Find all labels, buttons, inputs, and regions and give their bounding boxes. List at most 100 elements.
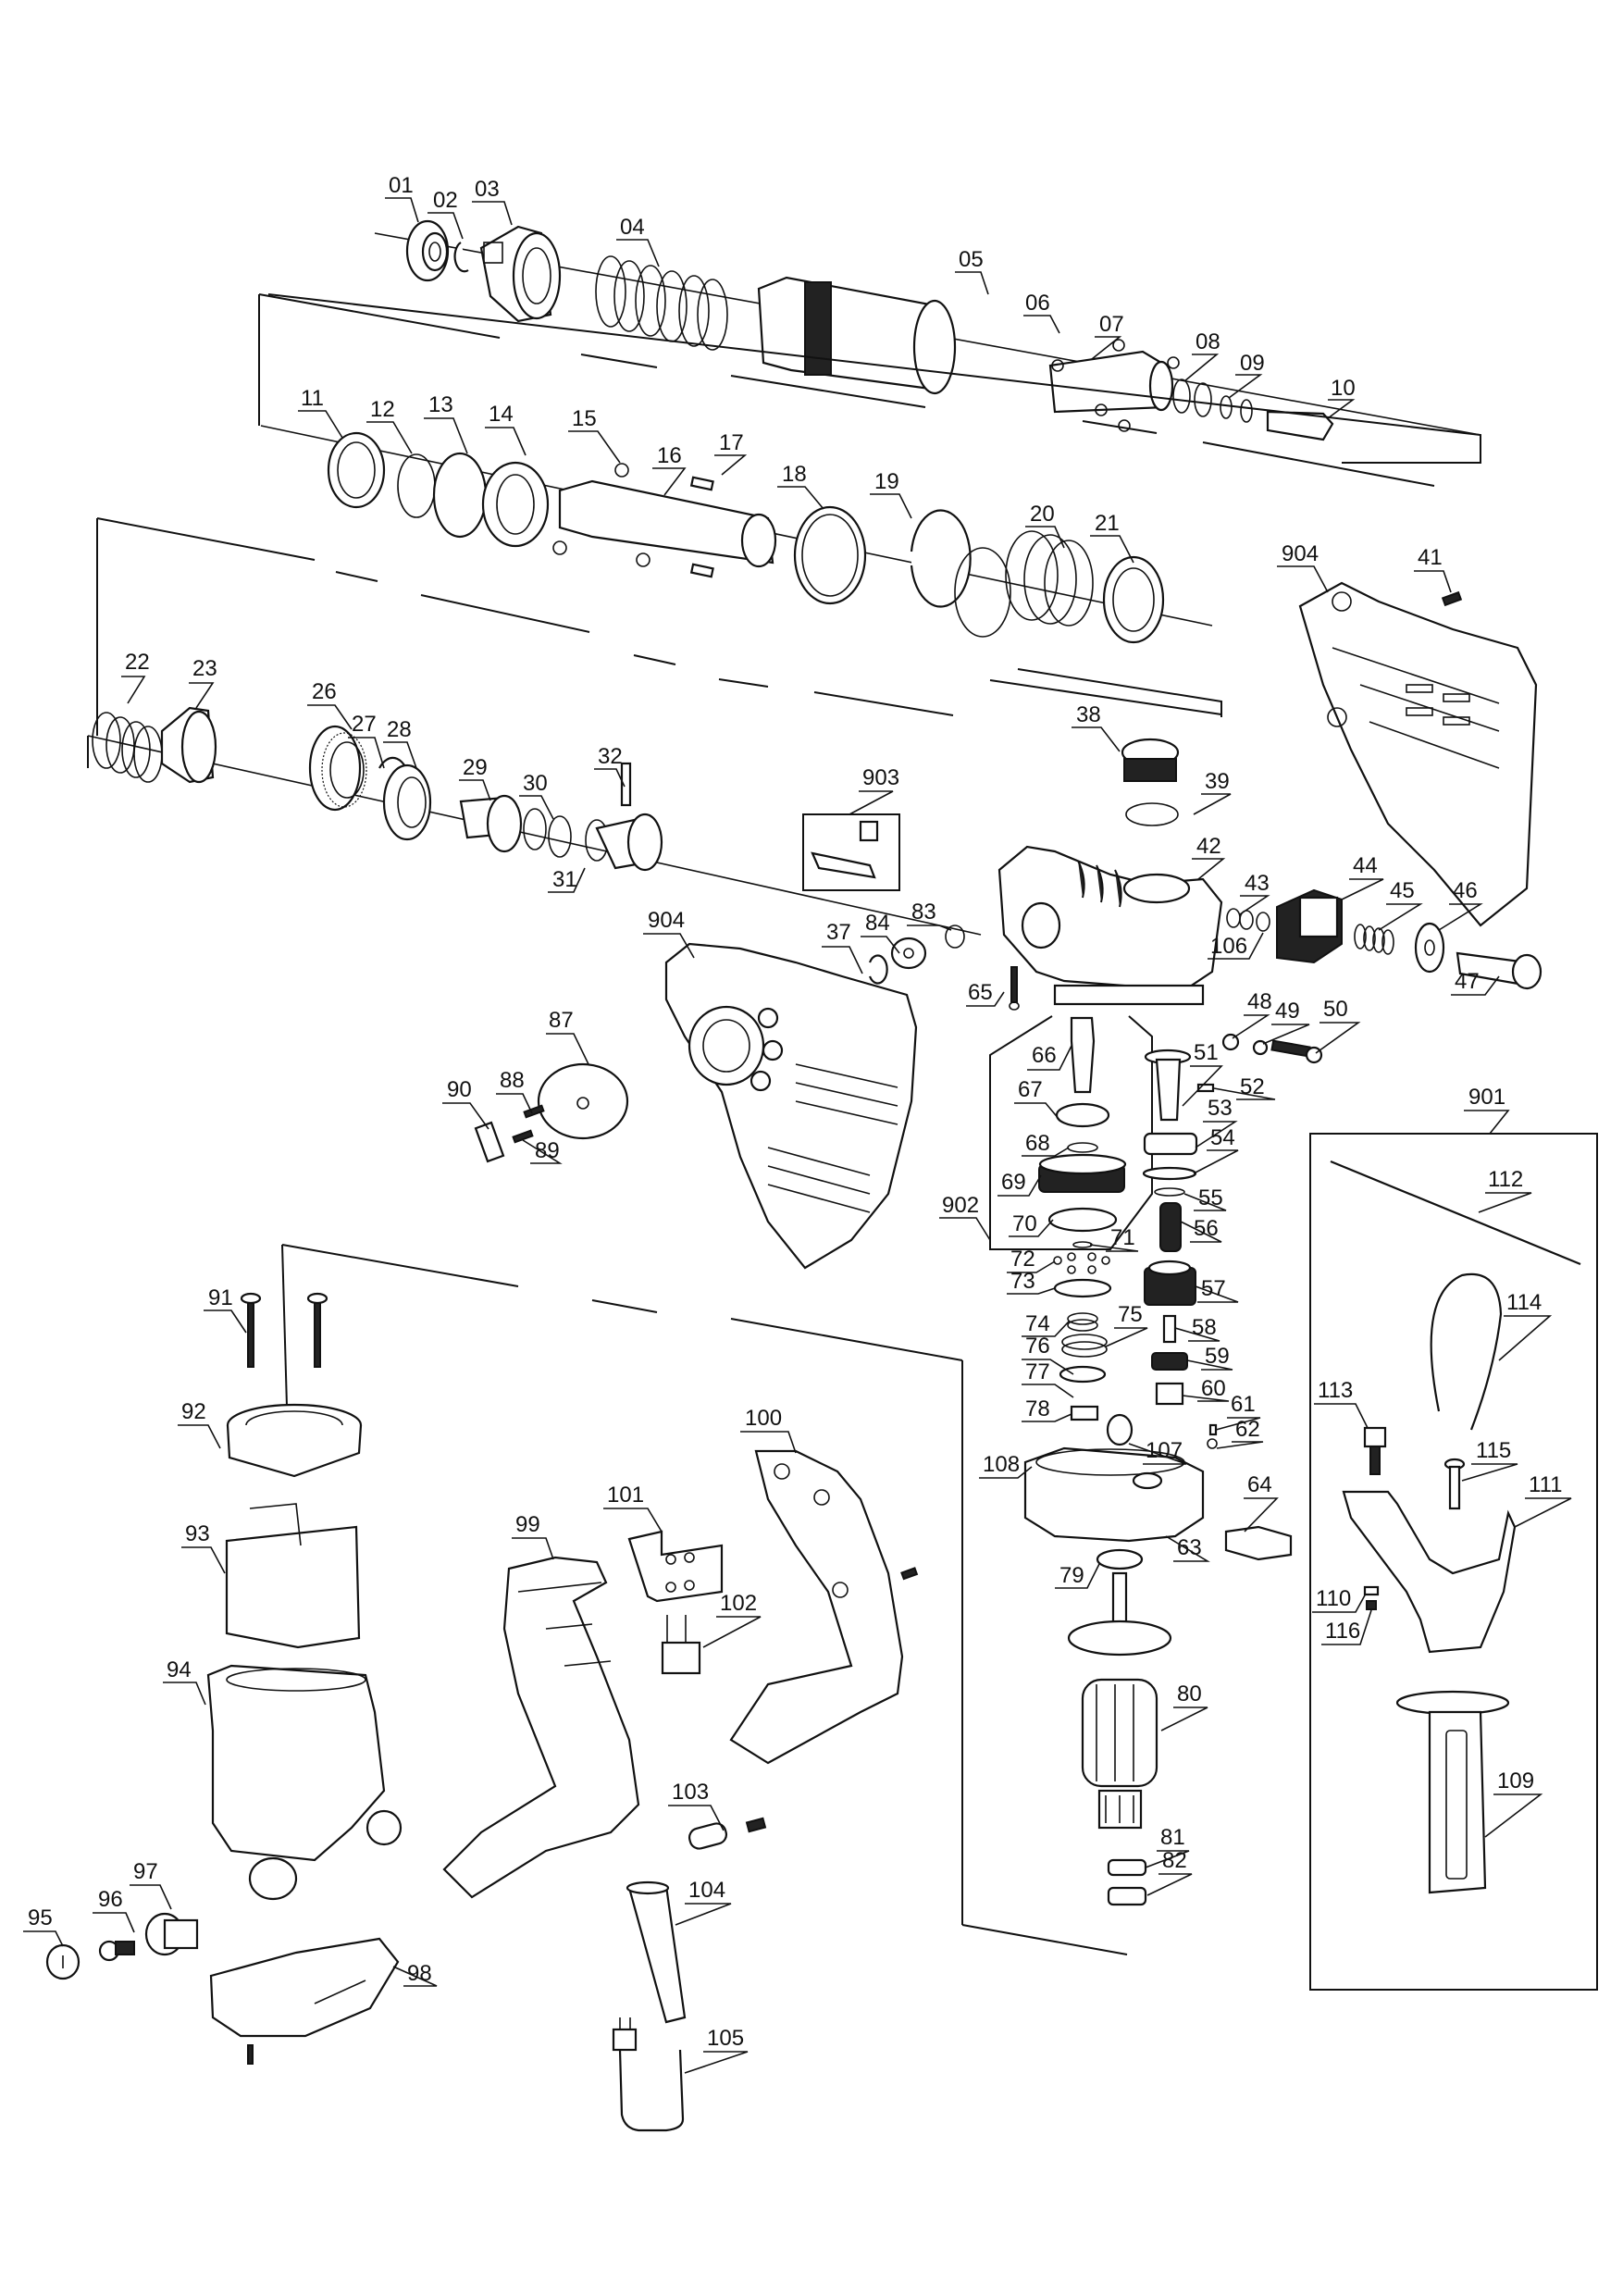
part-111-handle-bracket[interactable] [1342,1490,1517,1654]
part-99-handle-left[interactable] [442,1556,640,1899]
part-81-bearing[interactable] [1107,1858,1147,1877]
part-64-lever[interactable] [1224,1525,1293,1561]
part-84-plug[interactable] [890,937,927,970]
part-108-intermediate-flange[interactable] [1023,1446,1205,1543]
part-904-front-housing[interactable] [664,942,918,1270]
part-65-screw[interactable] [1009,966,1020,1011]
part-74-spring[interactable] [1067,1312,1098,1332]
part-116-nut[interactable] [1366,1600,1377,1610]
part-12-circlip[interactable] [397,453,436,518]
part-88-spring[interactable] [523,1104,545,1119]
part-901-accessory-kit[interactable] [1309,1133,1598,1991]
part-95-cap[interactable] [45,1943,81,1980]
part-28-nut[interactable] [382,763,432,841]
part-109-side-handle[interactable] [1395,1690,1510,1894]
part-93-stator[interactable] [225,1503,361,1649]
part-03-chuck-sleeve[interactable] [479,225,562,323]
part-61-pin[interactable] [1208,1423,1218,1436]
part-66-shaft[interactable] [1070,1016,1096,1094]
part-98-bottom-cover[interactable] [209,1937,400,2065]
part-45-spring[interactable] [1354,924,1394,955]
part-103-cable-clamp[interactable] [688,1817,767,1851]
part-55-washer[interactable] [1154,1187,1185,1197]
part-11-seal[interactable] [327,431,386,509]
part-104-cable-sleeve[interactable] [626,1880,687,2024]
part-02-circlip[interactable] [453,242,469,273]
part-32-pin[interactable] [620,762,632,807]
part-21-lock-plate[interactable] [1102,555,1165,644]
part-112-depth-stop[interactable] [1330,1160,1581,1266]
part-67-bearing[interactable] [1055,1102,1110,1128]
part-110-nut[interactable] [1363,1585,1380,1596]
part-52-pin[interactable] [1196,1083,1215,1093]
part-91-screws[interactable] [240,1292,328,1368]
part-902-gear-assembly-group[interactable] [989,1015,1153,1250]
part-47-shoulder-bolt[interactable] [1456,951,1542,990]
part-16-barrel[interactable] [552,463,777,568]
part-89-spring[interactable] [512,1129,534,1144]
part-60-bearing[interactable] [1155,1382,1184,1406]
part-51-crank-shaft[interactable] [1144,1049,1192,1122]
part-26-gear-ring[interactable] [308,725,367,812]
part-18-ring[interactable] [793,505,867,605]
part-68-washer[interactable] [1067,1142,1098,1153]
part-80-armature[interactable] [1067,1571,1172,1830]
part-08-o-ring[interactable] [1172,379,1212,417]
part-62-ball[interactable] [1207,1438,1218,1449]
part-29-sleeve[interactable] [459,794,523,853]
part-78-bushing[interactable] [1070,1405,1099,1421]
part-57-gear[interactable] [1144,1260,1196,1306]
part-50-screw[interactable] [1270,1039,1323,1064]
part-01-chuck-cap[interactable] [405,219,450,282]
part-903-connecting-rod-group[interactable] [802,813,900,891]
part-53-bearing[interactable] [1143,1132,1198,1156]
part-97-bushing[interactable] [144,1912,199,1956]
part-114-clamp-band[interactable] [1430,1272,1503,1431]
part-75-spring[interactable] [1061,1334,1108,1358]
part-77-washer[interactable] [1059,1365,1107,1384]
part-42-gearbox-housing[interactable] [997,845,1223,1006]
part-58-pin[interactable] [1162,1314,1177,1344]
part-69-gear[interactable] [1038,1153,1127,1193]
part-54-washer[interactable] [1142,1166,1197,1181]
part-102-capacitor[interactable] [661,1615,701,1675]
part-71-washer[interactable] [1072,1241,1093,1248]
part-115-bolt[interactable] [1443,1458,1466,1510]
part-96-screw[interactable] [98,1940,135,1962]
part-56-spring[interactable] [1159,1202,1182,1252]
part-19-snap-ring[interactable] [910,509,972,608]
part-87-selector-knob[interactable] [537,1062,629,1140]
part-05-collar[interactable] [757,276,957,395]
part-105-power-cord[interactable] [612,2017,685,2132]
part-38-cap[interactable] [1121,738,1180,782]
part-59-gear[interactable] [1151,1352,1188,1371]
part-904-gear-housing-cover[interactable] [1298,581,1538,927]
part-90-button[interactable] [474,1121,505,1163]
part-09-o-ring[interactable] [1220,395,1253,423]
part-107-bearing[interactable] [1106,1413,1134,1446]
part-73-disc[interactable] [1053,1278,1112,1298]
part-82-bearing-sleeve[interactable] [1107,1886,1147,1906]
part-83-o-ring[interactable] [945,925,965,949]
part-30-washer[interactable] [523,808,609,862]
part-10-striker[interactable] [1266,410,1334,441]
part-20-spring[interactable] [954,530,1094,638]
part-31-piston[interactable] [595,813,663,872]
part-72-balls[interactable] [1053,1252,1110,1274]
part-07-tool-holder[interactable] [1048,339,1180,432]
part-43-washers[interactable] [1226,908,1270,932]
part-48-washer[interactable] [1221,1033,1240,1051]
part-44-selector-switch[interactable] [1276,888,1343,964]
part-23-clutch[interactable] [160,706,217,784]
part-13-washer[interactable] [432,452,488,539]
part-94-motor-housing[interactable] [206,1664,403,1901]
part-92-ring[interactable] [226,1403,363,1478]
part-37-snap-ring[interactable] [868,954,888,985]
part-17-pin[interactable] [689,476,714,578]
part-79-bearing[interactable] [1096,1548,1144,1570]
part-101-switch[interactable] [627,1530,724,1603]
part-100-handle-right[interactable] [729,1449,919,1765]
part-46-washer[interactable] [1414,922,1445,974]
part-41-screw[interactable] [1441,590,1463,607]
part-70-bearing[interactable] [1047,1207,1118,1233]
